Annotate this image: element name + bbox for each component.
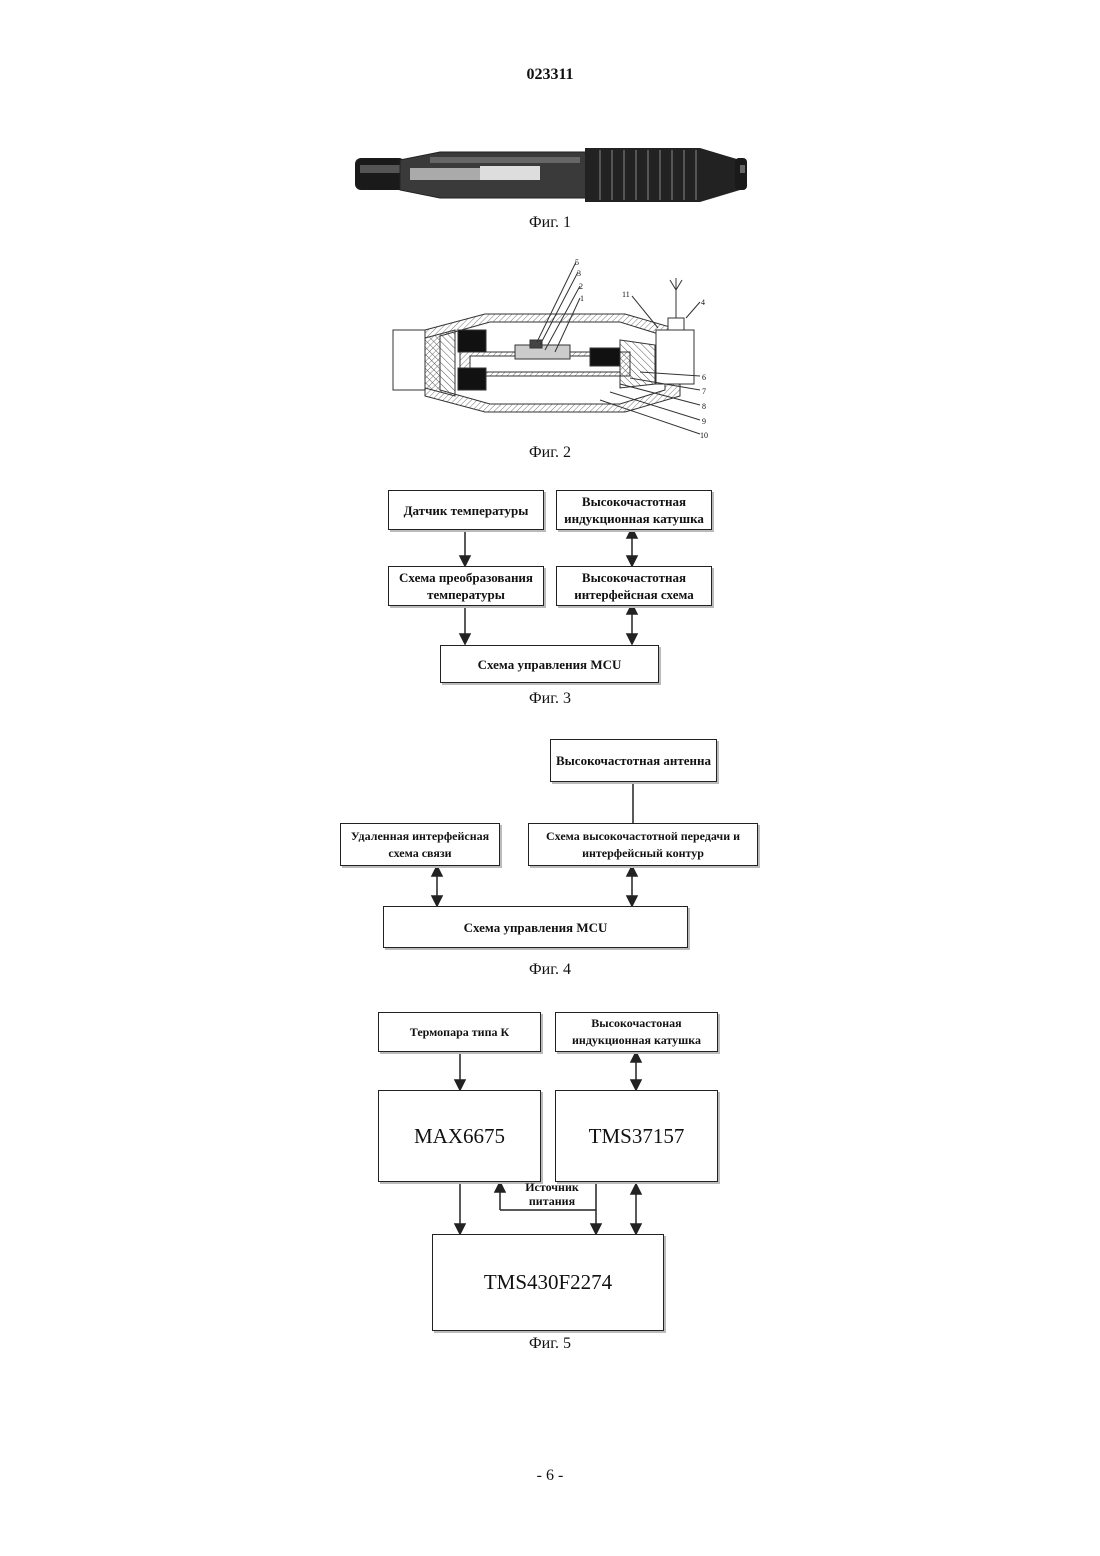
fig4-remote-interface-box: Удаленная интерфейсная схема связи [340,823,500,866]
fig4-caption: Фиг. 4 [0,961,1100,979]
fig2-callout-10: 10 [700,429,708,443]
fig5-tms430-box: TMS430F2274 [432,1234,664,1331]
fig3-temp-conversion-box: Схема преобразования температуры [388,566,544,606]
fig2-callout-4: 4 [701,296,705,310]
fig5-power-label: Источник питания [512,1180,592,1208]
fig4-mcu-box: Схема управления MCU [383,906,688,948]
fig3-temp-sensor-box: Датчик температуры [388,490,544,530]
fig5-max6675-box: MAX6675 [378,1090,541,1182]
fig2-callout-11: 11 [622,288,630,302]
fig5-thermocouple-box: Термопара типа К [378,1012,541,1052]
fig2-callout-7: 7 [702,385,706,399]
fig5-caption: Фиг. 5 [0,1335,1100,1353]
fig4-hf-antenna-box: Высокочастотная антенна [550,739,717,782]
fig3-mcu-box: Схема управления MCU [440,645,659,683]
fig2-callout-8: 8 [702,400,706,414]
page-number: - 6 - [0,1467,1100,1485]
fig2-caption: Фиг. 2 [0,444,1100,462]
fig3-hf-coil-box: Высокочастотная индукционная катушка [556,490,712,530]
fig5-hf-coil-box: Высокочастоная индукционная катушка [555,1012,718,1052]
fig5-tms37157-box: TMS37157 [555,1090,718,1182]
fig1-caption: Фиг. 1 [0,214,1100,232]
fig3-hf-interface-box: Высокочастотная интерфейсная схема [556,566,712,606]
fig2-callout-9: 9 [702,415,706,429]
fig2-callout-6: 6 [702,371,706,385]
fig2-callout-1: 1 [580,292,584,306]
fig2-callout-3: 3 [577,267,581,281]
fig3-caption: Фиг. 3 [0,690,1100,708]
fig4-hf-transmission-box: Схема высокочастотной передачи и интерфе… [528,823,758,866]
